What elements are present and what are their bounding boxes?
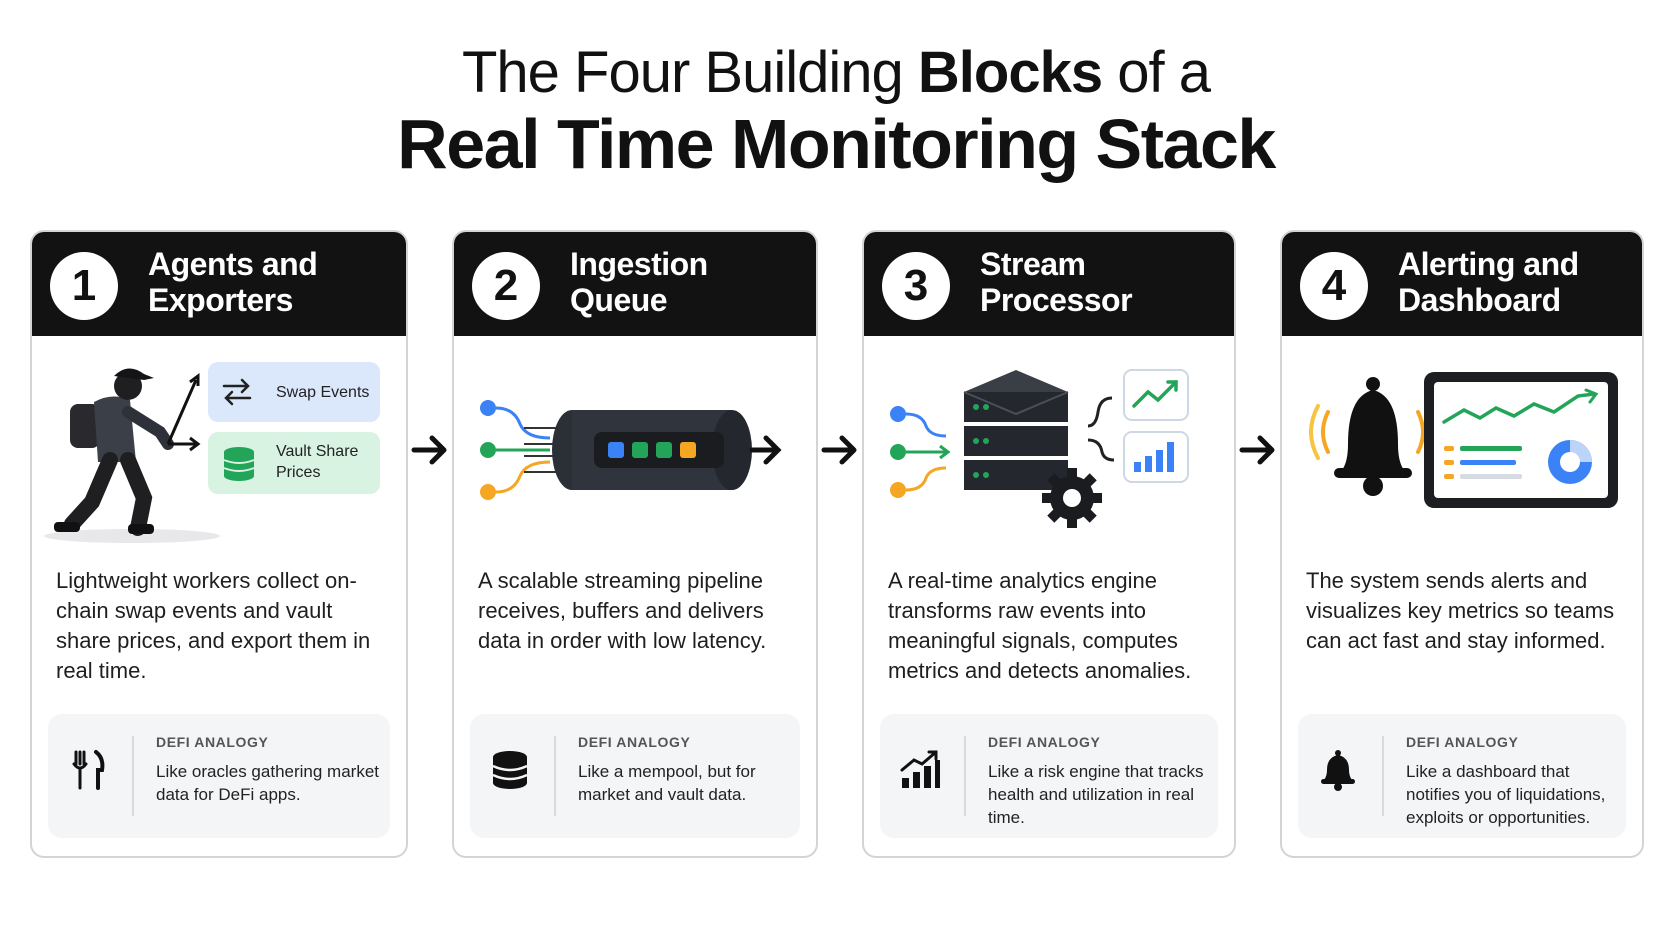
title-prefix: The Four Building bbox=[462, 40, 918, 105]
page-title: The Four Building Blocks of a Real Time … bbox=[0, 40, 1672, 184]
defi-analogy-box: DEFI ANALOGY Like a dashboard that notif… bbox=[1298, 714, 1626, 838]
card-header: 1 Agents and Exporters bbox=[32, 232, 406, 336]
card-ingestion-queue: 2 Ingestion Queue A scalable streaming p… bbox=[452, 230, 818, 858]
queue-illustration bbox=[454, 352, 816, 552]
swap-arrows-icon bbox=[222, 378, 252, 406]
card-alerting-dashboard: 4 Alerting and Dashboard bbox=[1280, 230, 1644, 858]
card-header: 2 Ingestion Queue bbox=[454, 232, 816, 336]
analogy-label: DEFI ANALOGY bbox=[156, 734, 269, 750]
agent-illustration: Swap Events Vault Share Prices bbox=[32, 352, 406, 552]
card-title: Ingestion Queue bbox=[570, 246, 816, 318]
analogy-label: DEFI ANALOGY bbox=[988, 734, 1101, 750]
card-title-line-2: Dashboard bbox=[1398, 282, 1561, 318]
analogy-divider bbox=[964, 736, 966, 816]
title-bold-word: Blocks bbox=[917, 40, 1103, 105]
card-description: A scalable streaming pipeline receives, … bbox=[478, 568, 767, 653]
alerting-illustration bbox=[1282, 352, 1642, 552]
step-number: 2 bbox=[472, 252, 540, 320]
analogy-text: Like a mempool, but for market and vault… bbox=[578, 762, 756, 804]
card-description: The system sends alerts and visualizes k… bbox=[1306, 568, 1615, 653]
analogy-divider bbox=[1382, 736, 1384, 816]
defi-analogy-box: DEFI ANALOGY Like a risk engine that tra… bbox=[880, 714, 1218, 838]
processor-illustration bbox=[864, 352, 1234, 552]
swap-events-label: Swap Events bbox=[276, 384, 370, 401]
defi-analogy-box: DEFI ANALOGY Like oracles gathering mark… bbox=[48, 714, 390, 838]
vault-share-label-line-2: Prices bbox=[276, 464, 321, 481]
vault-share-label-line-1: Vault Share bbox=[276, 443, 359, 460]
analogy-label: DEFI ANALOGY bbox=[578, 734, 691, 750]
analogy-divider bbox=[132, 736, 134, 816]
arrow-right-icon bbox=[821, 435, 857, 465]
server-gear-icon bbox=[890, 369, 1189, 528]
queue-pipe-icon bbox=[480, 400, 782, 500]
card-title: Agents and Exporters bbox=[148, 246, 398, 318]
defi-analogy-box: DEFI ANALOGY Like a mempool, but for mar… bbox=[470, 714, 800, 838]
coin-stack-icon bbox=[223, 447, 255, 481]
card-title-line-2: Queue bbox=[570, 282, 668, 318]
step-number: 1 bbox=[50, 252, 118, 320]
title-line-1: The Four Building Blocks of a bbox=[0, 40, 1672, 106]
fork-knife-icon bbox=[72, 750, 105, 790]
bell-icon bbox=[1321, 750, 1355, 791]
card-title-line-2: Exporters bbox=[148, 282, 293, 318]
database-icon bbox=[492, 751, 528, 789]
card-header: 3 Stream Processor bbox=[864, 232, 1234, 336]
step-number: 4 bbox=[1300, 252, 1368, 320]
analogy-divider bbox=[554, 736, 556, 816]
card-title-line-1: Agents and bbox=[148, 246, 318, 282]
card-title: Stream Processor bbox=[980, 246, 1230, 318]
arrow-right-icon bbox=[1239, 435, 1275, 465]
card-title: Alerting and Dashboard bbox=[1398, 246, 1642, 318]
card-title-line-1: Alerting and bbox=[1398, 246, 1579, 282]
card-header: 4 Alerting and Dashboard bbox=[1282, 232, 1642, 336]
swap-events-pill: Swap Events bbox=[208, 362, 380, 422]
card-description: Lightweight workers collect on-chain swa… bbox=[56, 568, 371, 683]
analogy-text: Like a dashboard that notifies you of li… bbox=[1406, 762, 1606, 827]
title-suffix: of a bbox=[1102, 40, 1211, 105]
card-title-line-1: Ingestion bbox=[570, 246, 708, 282]
analogy-text: Like a risk engine that tracks health an… bbox=[988, 762, 1204, 827]
card-agents-exporters: 1 Agents and Exporters bbox=[30, 230, 408, 858]
agent-worker-icon bbox=[44, 368, 220, 543]
bell-dashboard-icon bbox=[1309, 372, 1618, 508]
card-description: A real-time analytics engine transforms … bbox=[888, 568, 1192, 683]
card-stream-processor: 3 Stream Processor bbox=[862, 230, 1236, 858]
vault-share-prices-pill: Vault Share Prices bbox=[208, 432, 380, 494]
card-title-line-1: Stream bbox=[980, 246, 1086, 282]
rising-chart-icon bbox=[900, 750, 940, 788]
analogy-text: Like oracles gathering market data for D… bbox=[156, 762, 380, 804]
card-title-line-2: Processor bbox=[980, 282, 1133, 318]
analogy-label: DEFI ANALOGY bbox=[1406, 734, 1519, 750]
arrow-right-icon bbox=[411, 435, 447, 465]
vault-share-label: Vault Share Prices bbox=[276, 441, 358, 483]
title-line-2: Real Time Monitoring Stack bbox=[397, 105, 1276, 183]
step-number: 3 bbox=[882, 252, 950, 320]
